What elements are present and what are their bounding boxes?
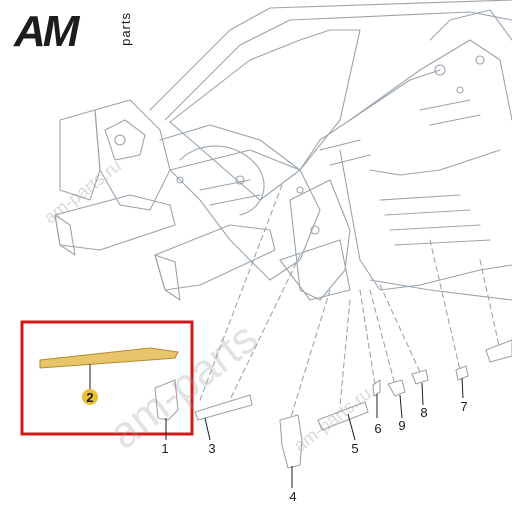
callout-4: 4 bbox=[289, 489, 296, 504]
strut-top bbox=[104, 119, 146, 161]
part-2-highlighted bbox=[39, 347, 179, 369]
a-pillar-lower bbox=[289, 179, 351, 301]
part-7-clip bbox=[455, 365, 469, 381]
part-4-bracket bbox=[279, 414, 303, 469]
front-apron bbox=[59, 109, 101, 201]
wheelhouse bbox=[179, 145, 265, 216]
callout-leaders bbox=[165, 377, 464, 488]
highlight-box bbox=[20, 320, 194, 436]
b-pillar bbox=[429, 9, 512, 41]
part-8-clip bbox=[411, 369, 429, 385]
part-9-clip bbox=[387, 379, 406, 397]
callout-3: 3 bbox=[208, 441, 215, 456]
callout-6: 6 bbox=[374, 421, 381, 436]
floor-ribs bbox=[379, 194, 491, 246]
front-rail-lower bbox=[154, 224, 276, 291]
floor-outline bbox=[339, 149, 512, 291]
roof-outline bbox=[149, 0, 512, 111]
callout-9: 9 bbox=[398, 418, 405, 433]
callout-1: 1 bbox=[161, 441, 168, 456]
part-5-rail bbox=[317, 401, 369, 431]
callout-2: 2 bbox=[86, 390, 93, 405]
front-rail-end bbox=[54, 214, 76, 256]
callout-8: 8 bbox=[420, 405, 427, 420]
strut-tower bbox=[94, 99, 171, 211]
windshield-frame bbox=[169, 29, 361, 201]
door-opening bbox=[349, 39, 512, 121]
rocker bbox=[369, 279, 512, 301]
detail-lines bbox=[199, 99, 481, 206]
cowl bbox=[159, 124, 301, 171]
part-3-rail bbox=[194, 394, 253, 421]
front-rail-lower-end bbox=[154, 254, 181, 301]
callout-5: 5 bbox=[351, 441, 358, 456]
callout-bubble-2 bbox=[82, 389, 98, 405]
sill-front bbox=[279, 239, 351, 301]
part-edge bbox=[485, 339, 512, 363]
part-6-clip bbox=[372, 379, 381, 397]
part-1-bracket bbox=[154, 379, 179, 421]
callout-7: 7 bbox=[460, 399, 467, 414]
firewall bbox=[169, 149, 321, 281]
am-parts-logo: AM parts bbox=[14, 6, 144, 58]
a-pillar bbox=[299, 69, 441, 171]
logo-main-text: AM bbox=[14, 7, 79, 56]
leader-lines bbox=[199, 184, 501, 421]
floor-tunnel bbox=[369, 149, 501, 176]
roof-inner bbox=[164, 11, 512, 121]
